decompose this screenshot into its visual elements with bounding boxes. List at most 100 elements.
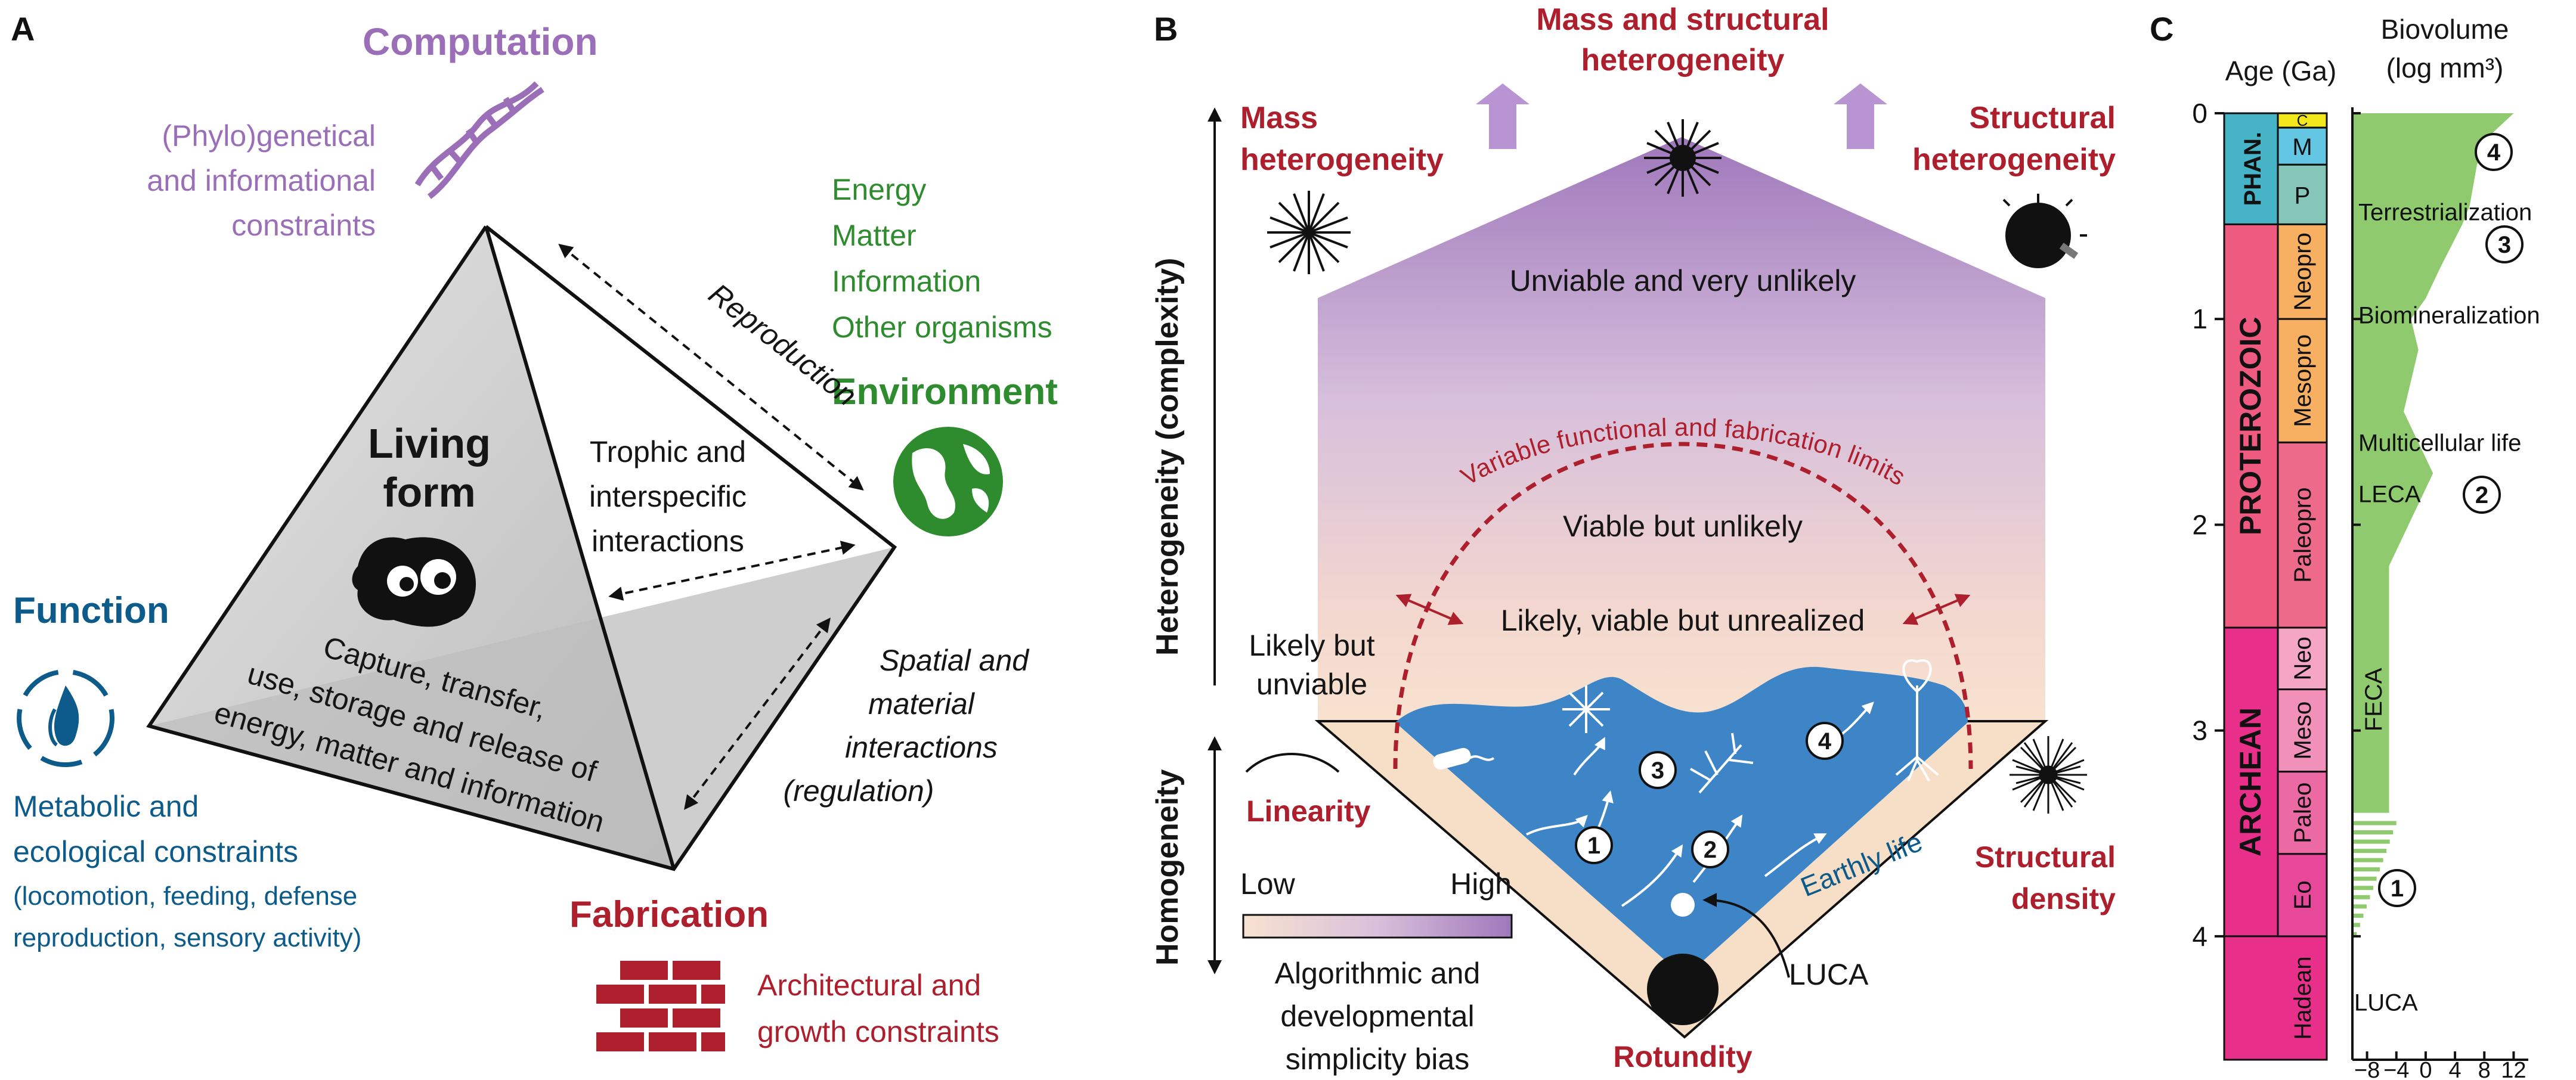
homogeneity-axis-label: Homogeneity	[1150, 769, 1185, 966]
eon-label-1: PROTEROZOIC	[2234, 316, 2267, 535]
trophic-label: Trophic and interspecific interactions	[589, 435, 747, 558]
biovolume-title-line-2: (log mm³)	[2386, 52, 2504, 83]
panel-c-letter: C	[2150, 10, 2174, 48]
era-label-6: Neo	[2290, 637, 2316, 680]
function-constraints: Metabolic and ecological constraints (lo…	[13, 790, 361, 952]
morphospace-heterogeneity-region	[1318, 137, 2045, 721]
svg-text:1: 1	[1587, 833, 1600, 859]
spatial-line-1: Spatial and	[880, 644, 1030, 677]
environment-title: Environment	[832, 371, 1058, 412]
eon-band-0	[2223, 112, 2279, 225]
era-band-9	[2277, 853, 2328, 938]
eon-label-0: PHAN.	[2240, 132, 2266, 206]
branching-alga-icon	[1690, 733, 1754, 794]
panel-b-letter: B	[1154, 10, 1178, 48]
reproduction-arrow	[558, 243, 864, 491]
svg-text:2: 2	[1704, 837, 1717, 863]
legend-gradient-bar	[1242, 914, 1513, 939]
x-tick-label-4: 8	[2478, 1058, 2491, 1080]
top-title-line-1: Mass and structural	[1536, 2, 1829, 37]
living-form-line-2: form	[383, 469, 476, 516]
x-tick-label-2: 0	[2419, 1058, 2432, 1080]
structural-density-label: Structural density	[1975, 840, 2116, 915]
rotundity-label: Rotundity	[1613, 1040, 1752, 1073]
eon-label-hadean: Hadean	[2290, 956, 2316, 1039]
spatial-line-3: interactions	[845, 731, 998, 764]
environment-item-4: Other organisms	[832, 311, 1052, 344]
metabolism-icon	[17, 669, 114, 767]
structural-density-line-2: density	[2011, 882, 2116, 915]
era-band-6	[2277, 626, 2328, 691]
viable-unlikely-label: Viable but unlikely	[1563, 510, 1803, 543]
era-label-3: Neopro	[2290, 232, 2316, 311]
panel-b: B Mass and structural heterogeneity Mass…	[1150, 2, 2116, 1076]
era-band-2	[2277, 163, 2328, 225]
era-label-8: Paleo	[2290, 783, 2316, 843]
luca-arrow	[1702, 893, 1790, 978]
gradient-legend: Low High Algorithmic and developmental s…	[1240, 867, 1513, 1076]
trophic-line-1: Trophic and	[590, 435, 746, 468]
dense-burst-icon	[2010, 736, 2087, 814]
marker-3: 3	[1639, 751, 1677, 789]
era-label-1: M	[2292, 134, 2312, 160]
fabrication-title: Fabrication	[569, 894, 769, 935]
struct-het-line-1: Structural	[1969, 101, 2116, 135]
x-tick-label-5: 12	[2501, 1058, 2526, 1080]
marker-2: 2	[1691, 830, 1729, 868]
era-label-7: Meso	[2290, 702, 2316, 760]
event-marker-label-5: 1	[2391, 876, 2404, 902]
environment-item-2: Matter	[832, 219, 917, 252]
geologic-timescale: PHAN.PROTEROZOICARCHEANHadeanCMPNeoproMe…	[2223, 111, 2328, 1061]
x-tick-label-0: −8	[2354, 1058, 2380, 1080]
panel-c: C Age (Ga) Biovolume (log mm³) PHAN. PROT…	[2150, 10, 2540, 1080]
structural-heterogeneity-label: Structural heterogeneity	[1912, 101, 2116, 177]
top-arrows	[1476, 83, 1887, 149]
trophic-line-3: interactions	[592, 525, 744, 558]
mass-het-line-2: heterogeneity	[1240, 142, 1444, 177]
globe-icon	[893, 427, 1003, 536]
era-label-5: Paleopro	[2290, 488, 2316, 583]
era-label-4: Mesopro	[2290, 334, 2316, 427]
function-line-2: ecological constraints	[13, 835, 298, 868]
top-title-line-2: heterogeneity	[1581, 43, 1785, 77]
svg-text:3: 3	[1651, 758, 1664, 784]
likely-unviable-line-1: Likely but	[1249, 629, 1374, 662]
eon-band-2	[2223, 626, 2279, 938]
luca-label: LUCA	[1789, 958, 1869, 991]
function-title: Function	[13, 590, 169, 631]
x-tick-label-1: −4	[2383, 1058, 2409, 1080]
creature-icon	[352, 537, 476, 627]
function-line-1: Metabolic and	[13, 790, 199, 823]
organism-sketches	[1433, 659, 1939, 794]
eon-band-hadean	[2223, 935, 2328, 1061]
spiked-sphere-icon	[2002, 194, 2087, 268]
age-tick-label-0: 0	[2192, 98, 2207, 129]
biovolume-title-line-1: Biovolume	[2381, 14, 2509, 45]
linearity-label: Linearity	[1246, 795, 1371, 828]
computation-line-1: (Phylo)genetical	[162, 119, 376, 153]
panel-a-letter: A	[11, 10, 35, 48]
spatial-line-4: (regulation)	[784, 774, 934, 808]
legend-caption: Algorithmic and developmental simplicity…	[1275, 957, 1481, 1076]
luca-dot	[1671, 893, 1695, 917]
age-tick-label-4: 4	[2192, 921, 2207, 952]
function-line-3: (locomotion, feeding, defense	[13, 882, 357, 911]
bricks-icon	[596, 961, 725, 1051]
era-label-0: C	[2297, 111, 2308, 129]
x-tick-label-3: 4	[2449, 1058, 2462, 1080]
environment-item-3: Information	[832, 265, 981, 298]
marker-4: 4	[1806, 722, 1844, 760]
event-marker-5	[2378, 869, 2416, 907]
flagellum-icon	[1469, 755, 1495, 761]
fabrication-line-1: Architectural and	[757, 969, 981, 1002]
legend-caption-line-1: Algorithmic and	[1275, 957, 1481, 990]
age-axis-title: Age (Ga)	[2225, 55, 2337, 86]
environment-item-1: Energy	[832, 173, 926, 206]
spatial-label: Spatial and material interactions (regul…	[784, 644, 1030, 808]
event-marker-3	[2463, 476, 2501, 514]
living-form-label: Living form	[368, 420, 491, 516]
spatial-arrow	[684, 617, 831, 810]
function-line-4: reproduction, sensory activity)	[13, 923, 361, 952]
mass-heterogeneity-label: Mass heterogeneity	[1240, 101, 1444, 177]
biovolume-area	[2352, 113, 2514, 813]
